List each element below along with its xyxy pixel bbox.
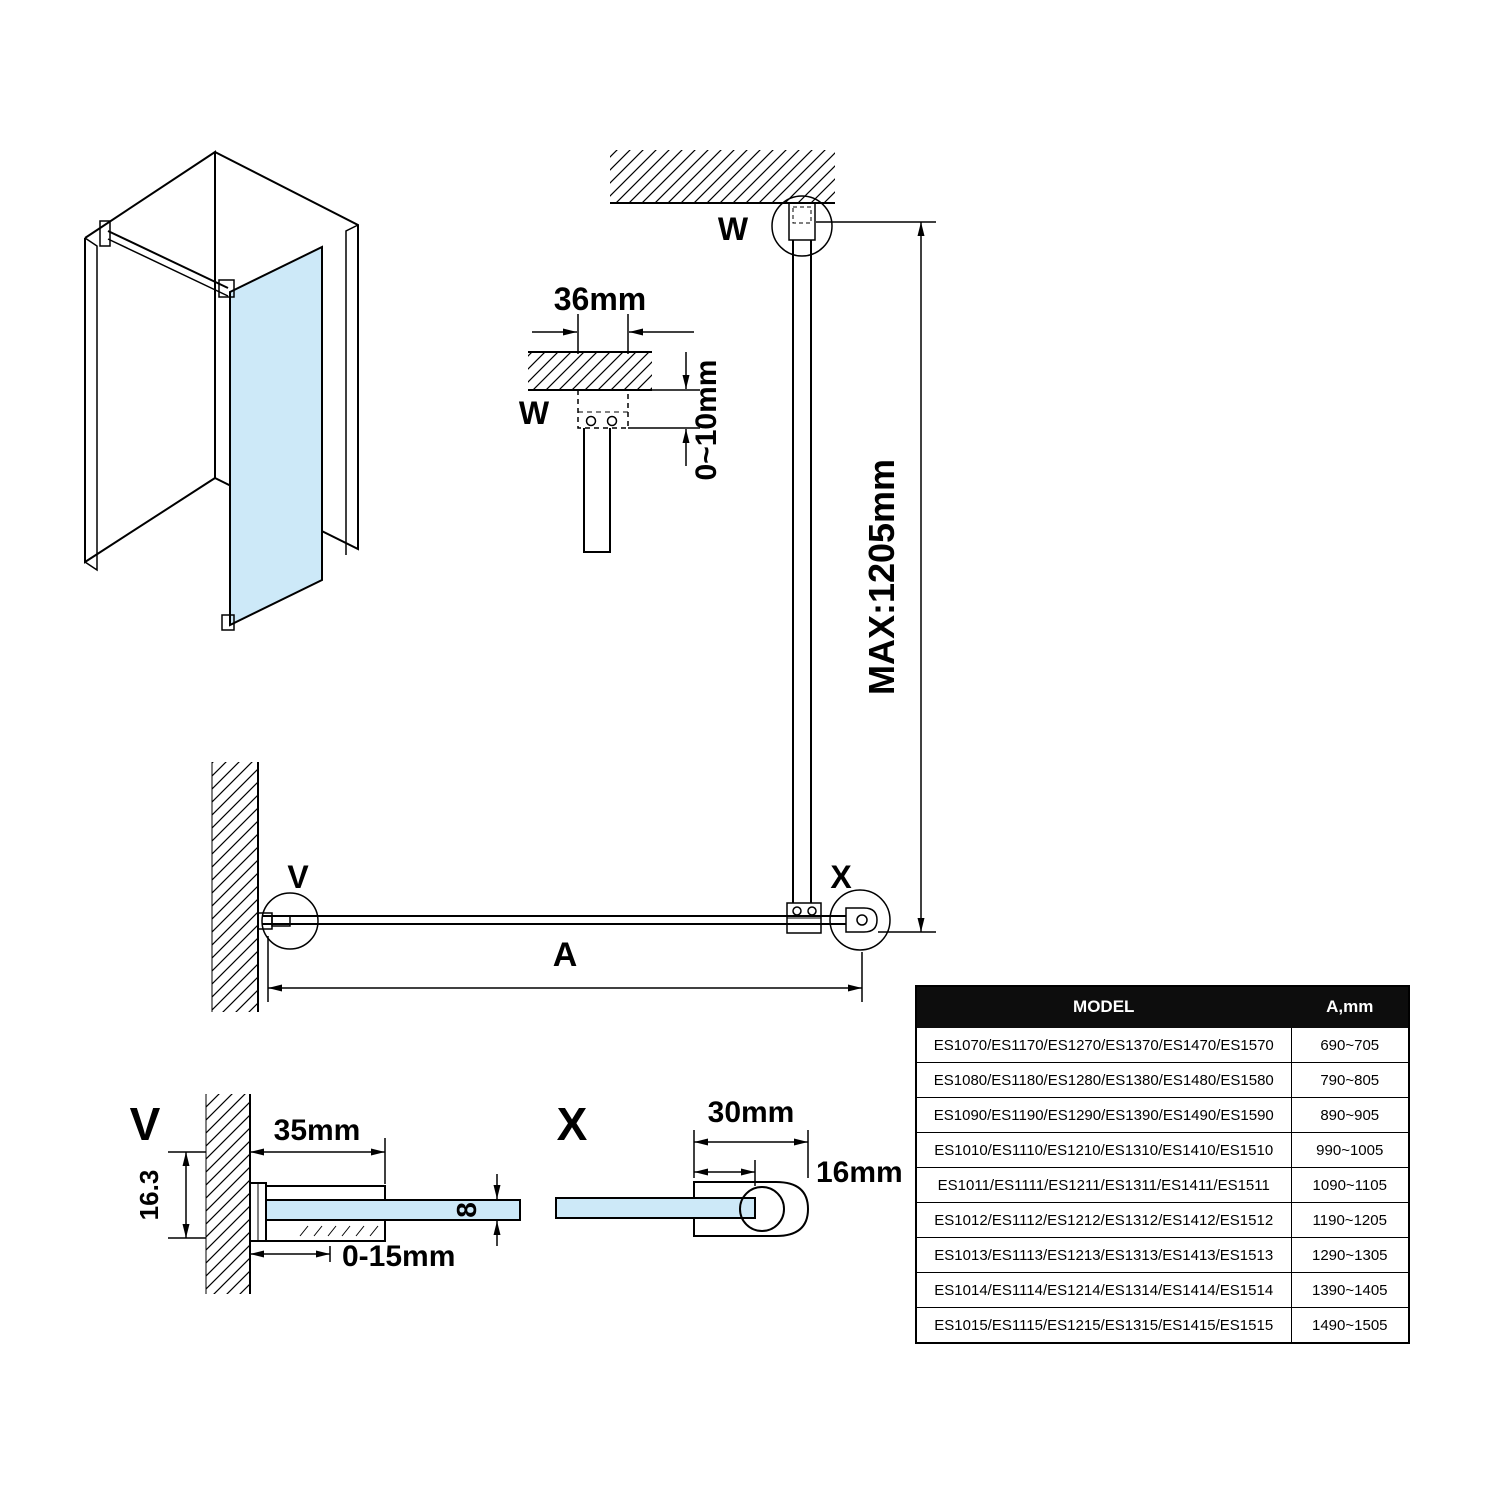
isometric-overview (84, 150, 359, 631)
dim-163-label: 16.3 (134, 1170, 164, 1221)
detail-w-label: W (519, 395, 550, 431)
clamp-body (693, 1181, 810, 1237)
detail-x-section (555, 1130, 810, 1237)
table-row: ES1090/ES1190/ES1290/ES1390/ES1490/ES159… (915, 1097, 1410, 1133)
support-bar-elevation (610, 150, 936, 934)
model-table: MODEL A,mm ES1070/ES1170/ES1270/ES1370/E… (915, 985, 1410, 1344)
table-header-row: MODEL A,mm (915, 985, 1410, 1028)
detail-circle-x (829, 889, 891, 951)
dim-35mm-label: 35mm (274, 1114, 361, 1147)
ceiling-bracket (788, 202, 816, 241)
detail-circle-w (771, 195, 833, 257)
detail-w-callout (528, 314, 700, 553)
a-mm-cell: 890~905 (1290, 1097, 1410, 1133)
detail-circle-v (261, 892, 319, 950)
dim-max-label: MAX:1205mm (861, 459, 902, 695)
a-mm-cell: 690~705 (1290, 1027, 1410, 1063)
detail-v-title: V (130, 1098, 161, 1150)
dim-0-10mm-label: 0~10mm (690, 360, 723, 481)
detail-v-section (168, 1094, 521, 1294)
support-bar-iso (107, 230, 229, 289)
left-wall-outline (84, 150, 216, 478)
wall-hatch-detail-w (528, 352, 652, 390)
right-wall-thickness (345, 224, 359, 555)
dim-a-label: A (553, 936, 578, 974)
table-row: ES1015/ES1115/ES1215/ES1315/ES1415/ES151… (915, 1307, 1410, 1344)
glass-clamp-iso (218, 279, 235, 298)
table-row: ES1013/ES1113/ES1213/ES1313/ES1413/ES151… (915, 1237, 1410, 1273)
table-row: ES1011/ES1111/ES1211/ES1311/ES1411/ES151… (915, 1167, 1410, 1203)
a-mm-cell: 990~1005 (1290, 1132, 1410, 1168)
bracket-screw-right (606, 415, 618, 427)
glass-detail-x (555, 1197, 756, 1219)
wall-hatch-detail-v (206, 1094, 250, 1294)
ceiling-bracket-dashed (577, 389, 629, 429)
dim-16mm-label: 16mm (816, 1156, 903, 1189)
model-cell: ES1014/ES1114/ES1214/ES1314/ES1414/ES151… (915, 1272, 1292, 1308)
wall-hatch-plan (212, 762, 258, 1012)
table-row: ES1070/ES1170/ES1270/ES1370/ES1470/ES157… (915, 1027, 1410, 1063)
table-row: ES1012/ES1112/ES1212/ES1312/ES1412/ES151… (915, 1202, 1410, 1238)
foot-clamp-iso (221, 614, 235, 631)
model-cell: ES1070/ES1170/ES1270/ES1370/ES1470/ES157… (915, 1027, 1292, 1063)
x-circle-label: X (830, 859, 852, 895)
dim-8-label: 8 (451, 1202, 482, 1218)
left-wall-thickness (84, 237, 98, 572)
glass-panel-iso (229, 245, 323, 627)
table-row: ES1010/ES1110/ES1210/ES1310/ES1410/ES151… (915, 1132, 1410, 1168)
glass-detail-v (265, 1199, 521, 1221)
header-a-mm: A,mm (1290, 985, 1410, 1028)
detail-x-title: X (557, 1098, 588, 1150)
w-circle-label: W (718, 211, 749, 247)
a-mm-cell: 1090~1105 (1290, 1167, 1410, 1203)
model-cell: ES1080/ES1180/ES1280/ES1380/ES1480/ES158… (915, 1062, 1292, 1098)
model-cell: ES1011/ES1111/ES1211/ES1311/ES1411/ES151… (915, 1167, 1292, 1203)
model-cell: ES1090/ES1190/ES1290/ES1390/ES1490/ES159… (915, 1097, 1292, 1133)
end-clamp-plan (845, 907, 878, 933)
ceiling-hatch (610, 150, 835, 203)
a-mm-cell: 1290~1305 (1290, 1237, 1410, 1273)
bracket-screw-left (585, 415, 597, 427)
model-cell: ES1012/ES1112/ES1212/ES1312/ES1412/ES151… (915, 1202, 1292, 1238)
header-model: MODEL (915, 985, 1292, 1028)
v-circle-label: V (287, 859, 309, 895)
profile-bottom-lip (265, 1219, 386, 1242)
model-cell: ES1015/ES1115/ES1215/ES1315/ES1415/ES151… (915, 1307, 1292, 1344)
dim-015mm-label: 0-15mm (342, 1240, 455, 1273)
wall-bracket-iso (99, 220, 111, 247)
clamp-barrel (739, 1186, 785, 1232)
a-mm-cell: 1490~1505 (1290, 1307, 1410, 1344)
support-bar-section (583, 428, 611, 553)
support-bar-iso2 (107, 238, 229, 297)
model-cell: ES1013/ES1113/ES1213/ES1313/ES1413/ES151… (915, 1237, 1292, 1273)
a-mm-cell: 790~805 (1290, 1062, 1410, 1098)
profile-serration (299, 1225, 379, 1237)
dim-30mm-label: 30mm (708, 1096, 795, 1129)
table-row: ES1080/ES1180/ES1280/ES1380/ES1480/ES158… (915, 1062, 1410, 1098)
profile-top-lip (265, 1185, 386, 1201)
table-row: ES1014/ES1114/ES1214/ES1314/ES1414/ES151… (915, 1272, 1410, 1308)
dim-36mm-label: 36mm (554, 281, 647, 317)
a-mm-cell: 1190~1205 (1290, 1202, 1410, 1238)
left-wall-outline2 (84, 238, 216, 564)
model-cell: ES1010/ES1110/ES1210/ES1310/ES1410/ES151… (915, 1132, 1292, 1168)
plan-view (211, 762, 891, 1012)
a-mm-cell: 1390~1405 (1290, 1272, 1410, 1308)
